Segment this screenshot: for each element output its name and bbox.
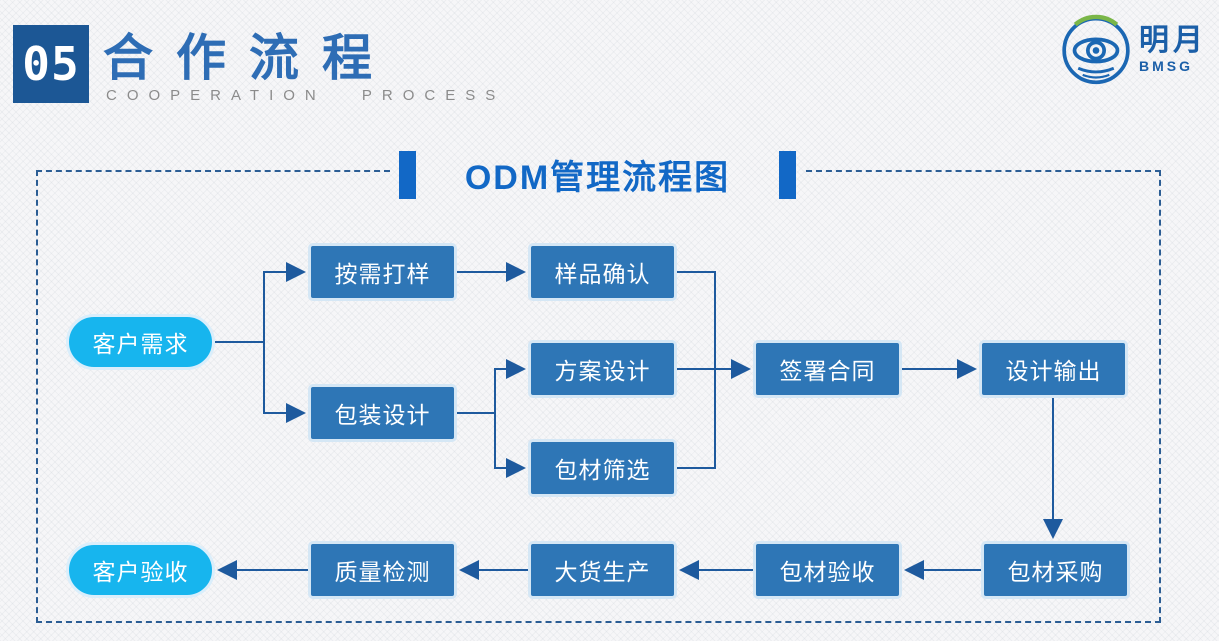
title-right-bar (779, 150, 796, 199)
section-number: 05 (22, 37, 80, 91)
diagram-title-text: ODM管理流程图 (464, 159, 731, 197)
flow-node-customer-acceptance: 客户验收 (66, 542, 215, 598)
flow-node-packaging-design: 包装设计 (308, 384, 457, 442)
flow-node-design-output: 设计输出 (979, 340, 1128, 398)
flow-node-quality-inspection: 质量检测 (308, 541, 457, 599)
logo-text: 明月 BMSG (1139, 23, 1207, 74)
flow-node-sample-on-demand: 按需打样 (308, 243, 457, 301)
flow-node-material-acceptance: 包材验收 (753, 541, 902, 599)
page-subtitle: COOPERATION PROCESS (106, 87, 506, 104)
flow-node-mass-production: 大货生产 (528, 541, 677, 599)
flow-node-sign-contract: 签署合同 (753, 340, 902, 398)
company-logo: 明月 BMSG (1059, 12, 1207, 86)
logo-company-name: 明月 (1139, 23, 1207, 57)
flow-node-solution-design: 方案设计 (528, 340, 677, 398)
logo-abbr: BMSG (1139, 57, 1193, 74)
diagram-title: ODM管理流程图 (399, 150, 796, 199)
title-left-bar (399, 150, 416, 199)
section-number-box: 05 (13, 25, 89, 103)
page-title: 合作流程 (103, 30, 395, 86)
diagram-frame-top-right-segment (806, 170, 1161, 172)
flow-node-sample-confirmation: 样品确认 (528, 243, 677, 301)
diagram-frame-top-left-segment (36, 170, 390, 172)
diagram-frame (36, 170, 1161, 623)
flow-node-material-purchasing: 包材采购 (981, 541, 1130, 599)
moon-logo-icon (1062, 14, 1130, 85)
flow-node-customer-needs: 客户需求 (66, 314, 215, 370)
flow-node-material-screening: 包材筛选 (528, 439, 677, 497)
